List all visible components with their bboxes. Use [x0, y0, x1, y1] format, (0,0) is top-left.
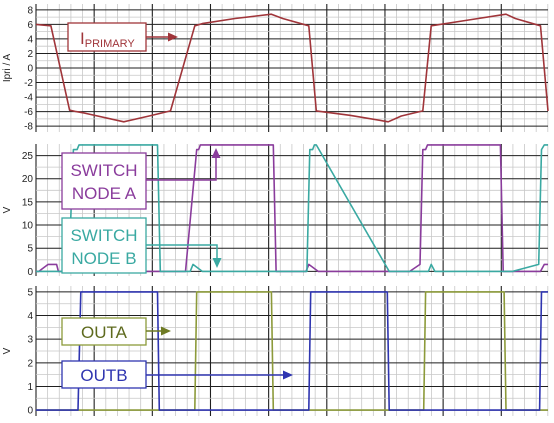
annotation-subscript: PRIMARY [85, 38, 136, 50]
annotation-line-1: SWITCH [70, 226, 137, 245]
trace-switch-node-b [36, 144, 548, 273]
y-tick-label: 3 [27, 335, 33, 346]
y-tick-label: 6 [27, 20, 33, 31]
y-tick-label: 2 [27, 49, 33, 60]
annotation-arrowhead [283, 370, 293, 380]
trace-iprimary [35, 13, 549, 123]
y-tick-label: 0 [27, 64, 33, 75]
y-tick-label: -6 [24, 107, 33, 118]
y-tick-label: 1 [27, 382, 33, 393]
y-tick-label: -8 [24, 122, 33, 133]
switch-node-a-annotation: SWITCH NODE A [61, 148, 221, 210]
y-tick-label: 4 [27, 34, 33, 45]
y-tick-label: 10 [22, 221, 34, 232]
outa-annotation: OUTA [61, 317, 171, 346]
y-tick-label: -2 [24, 78, 33, 89]
traces [36, 291, 548, 411]
annotation-arrowhead [161, 326, 171, 336]
annotation-arrow-line [146, 158, 217, 181]
y-tick-label: 0 [27, 267, 33, 278]
gate-output-panel: 5 4 3 2 1 0 V OUTA OUTB [2, 286, 549, 417]
y-tick-label: 25 [22, 151, 34, 162]
y-tick-label: 20 [22, 174, 34, 185]
y-tick-label: 2 [27, 358, 33, 369]
annotation-label: OUTB [80, 366, 127, 385]
y-tick-label: 15 [22, 197, 34, 208]
annotation-line-2: NODE B [71, 249, 136, 268]
annotation-label: OUTA [81, 323, 128, 342]
y-tick-label: 5 [27, 244, 33, 255]
annotation-arrowhead [211, 148, 221, 158]
y-tick-label: 4 [27, 311, 33, 322]
iprimary-annotation: IPRIMARY [67, 22, 178, 52]
annotation-box [61, 317, 147, 346]
y-tick-labels: 5 4 3 2 1 0 [27, 287, 33, 416]
switch-node-b-annotation: SWITCH NODE B [61, 217, 222, 274]
annotation-arrowhead [212, 258, 222, 268]
y-tick-label: -4 [24, 93, 33, 104]
primary-current-panel: 8 6 4 2 0 -2 -4 -6 -8 Ipri / A IPRIMARY [2, 4, 549, 133]
y-tick-label: 0 [27, 406, 33, 417]
annotation-main: I [80, 29, 85, 48]
outb-annotation: OUTB [61, 360, 293, 389]
trace-outb [36, 291, 548, 411]
annotation-label: IPRIMARY [80, 29, 135, 50]
y-axis-label: V [2, 347, 13, 354]
annotation-box [61, 152, 147, 210]
y-tick-label: 5 [27, 287, 33, 298]
annotation-box [67, 22, 147, 52]
y-tick-labels: 25 20 15 10 5 0 [22, 151, 34, 278]
y-axis-label: Ipri / A [2, 54, 13, 83]
y-tick-label: 8 [27, 5, 33, 16]
annotation-arrow-line [146, 244, 218, 258]
annotation-line-1: SWITCH [70, 161, 137, 180]
annotation-line-2: NODE A [72, 184, 137, 203]
switch-node-panel: 25 20 15 10 5 0 V SWITCH NODE A SWITCH NODE B [2, 144, 549, 278]
traces [35, 13, 549, 123]
y-axis-label: V [2, 206, 13, 213]
y-tick-labels: 8 6 4 2 0 -2 -4 -6 -8 [24, 5, 33, 132]
annotation-arrowhead [168, 32, 178, 42]
